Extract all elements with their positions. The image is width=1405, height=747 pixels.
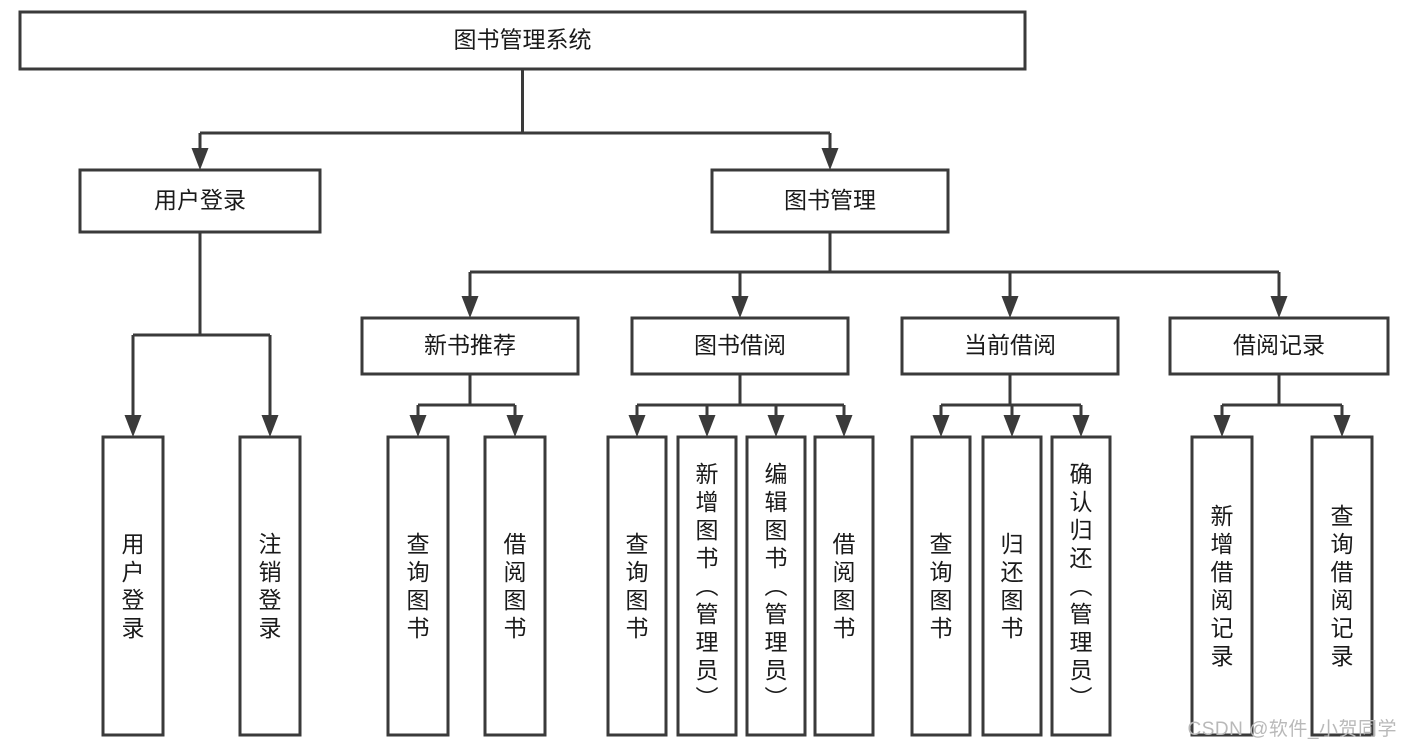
arrow-head-leaf-edit-book xyxy=(767,415,785,437)
node-box-leaf-query-record[interactable] xyxy=(1310,435,1374,737)
node-label-current-borrow: 当前借阅 xyxy=(964,332,1056,358)
node-book-manage[interactable]: 图书管理 xyxy=(710,168,950,234)
node-current-borrow[interactable]: 当前借阅 xyxy=(900,316,1120,376)
node-leaf-add-record[interactable]: 新增借阅记录 xyxy=(1190,435,1254,737)
node-label-leaf-confirm-return: 确认归还︵管理员︶ xyxy=(1070,461,1093,711)
node-new-book-rec[interactable]: 新书推荐 xyxy=(360,316,580,376)
node-leaf-query-book-cur[interactable]: 查询图书 xyxy=(910,435,972,737)
node-box-leaf-edit-book[interactable] xyxy=(745,435,807,737)
arrow-head-leaf-query-book-rec xyxy=(409,415,427,437)
node-book-borrow[interactable]: 图书借阅 xyxy=(630,316,850,376)
arrow-head-leaf-borrow-book-rec xyxy=(506,415,524,437)
node-label-leaf-user-login: 用户登录 xyxy=(122,531,145,641)
node-box-book-borrow[interactable] xyxy=(630,316,850,376)
node-leaf-add-book[interactable]: 新增图书︵管理员︶ xyxy=(676,435,738,737)
node-borrow-record[interactable]: 借阅记录 xyxy=(1168,316,1390,376)
node-box-leaf-query-book-borrow[interactable] xyxy=(606,435,668,737)
arrow-head-leaf-user-login xyxy=(124,415,142,437)
arrow-head-leaf-query-book-borrow xyxy=(628,415,646,437)
node-leaf-query-record[interactable]: 查询借阅记录 xyxy=(1310,435,1374,737)
arrow-head-current-borrow xyxy=(1001,296,1019,318)
node-label-book-manage: 图书管理 xyxy=(784,187,876,213)
node-box-leaf-return-book[interactable] xyxy=(981,435,1043,737)
node-label-leaf-query-record: 查询借阅记录 xyxy=(1331,503,1354,669)
node-label-leaf-borrow-book: 借阅图书 xyxy=(833,531,856,641)
arrow-head-leaf-borrow-book xyxy=(835,415,853,437)
node-box-leaf-user-login[interactable] xyxy=(101,435,165,737)
node-box-book-manage[interactable] xyxy=(710,168,950,234)
node-root[interactable]: 图书管理系统 xyxy=(18,10,1027,71)
arrow-head-book-borrow xyxy=(731,296,749,318)
arrow-head-leaf-add-book xyxy=(698,415,716,437)
node-box-root[interactable] xyxy=(18,10,1027,71)
node-box-leaf-query-book-rec[interactable] xyxy=(386,435,450,737)
node-leaf-user-login[interactable]: 用户登录 xyxy=(101,435,165,737)
arrow-head-leaf-add-record xyxy=(1213,415,1231,437)
node-label-leaf-borrow-book-rec: 借阅图书 xyxy=(504,531,527,641)
node-label-leaf-query-book-rec: 查询图书 xyxy=(407,531,430,641)
node-label-leaf-user-logout: 注销登录 xyxy=(259,531,282,641)
node-leaf-query-book-borrow[interactable]: 查询图书 xyxy=(606,435,668,737)
node-box-leaf-borrow-book-rec[interactable] xyxy=(483,435,547,737)
arrow-head-leaf-confirm-return xyxy=(1072,415,1090,437)
node-box-borrow-record[interactable] xyxy=(1168,316,1390,376)
node-label-new-book-rec: 新书推荐 xyxy=(424,332,516,358)
node-box-leaf-query-book-cur[interactable] xyxy=(910,435,972,737)
nodes-layer: 图书管理系统用户登录图书管理新书推荐图书借阅当前借阅借阅记录用户登录注销登录查询… xyxy=(18,10,1390,737)
node-box-leaf-borrow-book[interactable] xyxy=(813,435,875,737)
node-box-leaf-add-record[interactable] xyxy=(1190,435,1254,737)
arrow-head-leaf-return-book xyxy=(1003,415,1021,437)
arrow-head-user-login xyxy=(191,148,209,170)
arrow-head-new-book-rec xyxy=(461,296,479,318)
node-leaf-edit-book[interactable]: 编辑图书︵管理员︶ xyxy=(745,435,807,737)
node-user-login[interactable]: 用户登录 xyxy=(78,168,322,234)
node-leaf-borrow-book-rec[interactable]: 借阅图书 xyxy=(483,435,547,737)
node-leaf-borrow-book[interactable]: 借阅图书 xyxy=(813,435,875,737)
node-box-new-book-rec[interactable] xyxy=(360,316,580,376)
arrow-head-leaf-query-record xyxy=(1333,415,1351,437)
watermark-text: CSDN @软件_小贺同学 xyxy=(1187,719,1397,740)
node-label-leaf-edit-book: 编辑图书︵管理员︶ xyxy=(765,461,788,711)
arrow-head-borrow-record xyxy=(1270,296,1288,318)
node-box-leaf-user-logout[interactable] xyxy=(238,435,302,737)
node-label-leaf-add-record: 新增借阅记录 xyxy=(1211,503,1234,669)
node-label-book-borrow: 图书借阅 xyxy=(694,332,786,358)
node-label-leaf-query-book-borrow: 查询图书 xyxy=(626,531,649,641)
node-label-leaf-return-book: 归还图书 xyxy=(1001,531,1024,641)
node-label-leaf-query-book-cur: 查询图书 xyxy=(930,531,953,641)
node-leaf-confirm-return[interactable]: 确认归还︵管理员︶ xyxy=(1050,435,1112,737)
node-box-leaf-add-book[interactable] xyxy=(676,435,738,737)
node-label-user-login: 用户登录 xyxy=(154,187,246,213)
node-box-leaf-confirm-return[interactable] xyxy=(1050,435,1112,737)
arrow-head-leaf-query-book-cur xyxy=(932,415,950,437)
node-leaf-query-book-rec[interactable]: 查询图书 xyxy=(386,435,450,737)
connectors-layer xyxy=(124,69,1351,437)
node-box-current-borrow[interactable] xyxy=(900,316,1120,376)
arrow-head-book-manage xyxy=(821,148,839,170)
node-label-leaf-add-book: 新增图书︵管理员︶ xyxy=(696,461,719,711)
node-leaf-user-logout[interactable]: 注销登录 xyxy=(238,435,302,737)
node-label-borrow-record: 借阅记录 xyxy=(1233,332,1325,358)
node-label-root: 图书管理系统 xyxy=(454,27,592,53)
arrow-head-leaf-user-logout xyxy=(261,415,279,437)
node-leaf-return-book[interactable]: 归还图书 xyxy=(981,435,1043,737)
node-box-user-login[interactable] xyxy=(78,168,322,234)
